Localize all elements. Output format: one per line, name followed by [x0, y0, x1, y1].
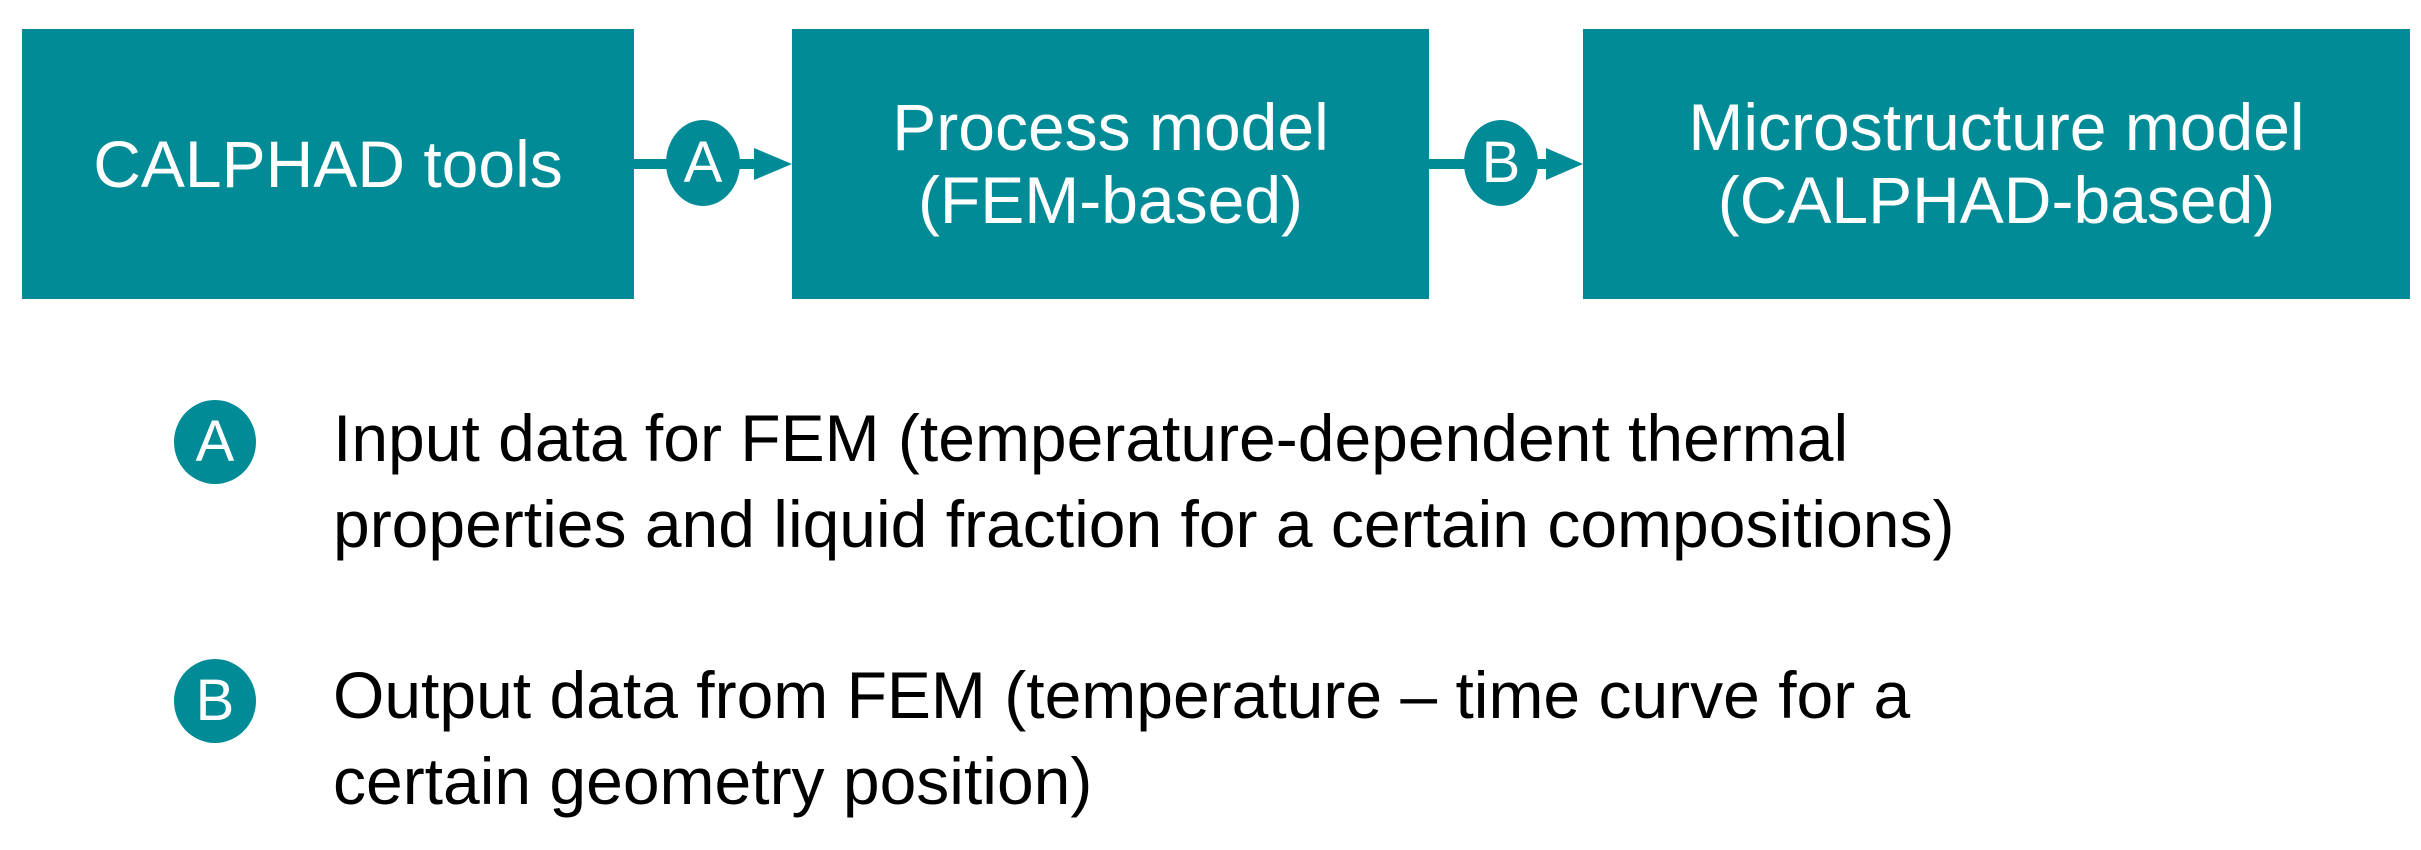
flow-marker-b-letter: B	[1481, 130, 1521, 195]
connector-b	[1429, 120, 1583, 206]
microstructure-model-box-line-1: Microstructure model	[1688, 90, 2305, 165]
legend-badge-a: A	[174, 400, 256, 484]
microstructure-model-box-line-2: (CALPHAD-based)	[1717, 163, 2276, 237]
legend-text-a: Input data for FEM (temperature-dependen…	[333, 395, 1954, 567]
legend-badge-b: B	[174, 659, 256, 743]
flow-marker-b	[1464, 120, 1538, 206]
connector-a-arrowhead	[754, 148, 792, 180]
microstructure-model-box: Microstructure model (CALPHAD-based)	[1583, 29, 2410, 299]
legend-text-a-line-2: properties and liquid fraction for a cer…	[333, 487, 1955, 561]
legend-text-b-line-1: Output data from FEM (temperature – time…	[333, 658, 1911, 732]
legend-text-b: Output data from FEM (temperature – time…	[333, 652, 1910, 824]
process-model-box-line-1: Process model	[892, 90, 1329, 165]
legend-text-a-line-1: Input data for FEM (temperature-dependen…	[333, 401, 1849, 475]
process-model-box: Process model (FEM-based)	[792, 29, 1429, 299]
calphad-tools-box: CALPHAD tools	[22, 29, 634, 299]
process-model-box-line-2: (FEM-based)	[917, 163, 1304, 237]
connector-b-arrowhead	[1546, 148, 1583, 180]
flow-marker-a-letter: A	[683, 130, 723, 195]
calphad-tools-box-line-1: CALPHAD tools	[93, 126, 563, 201]
flow-marker-a	[666, 120, 740, 206]
legend-text-b-line-2: certain geometry position)	[333, 744, 1093, 818]
connector-a	[634, 120, 792, 206]
